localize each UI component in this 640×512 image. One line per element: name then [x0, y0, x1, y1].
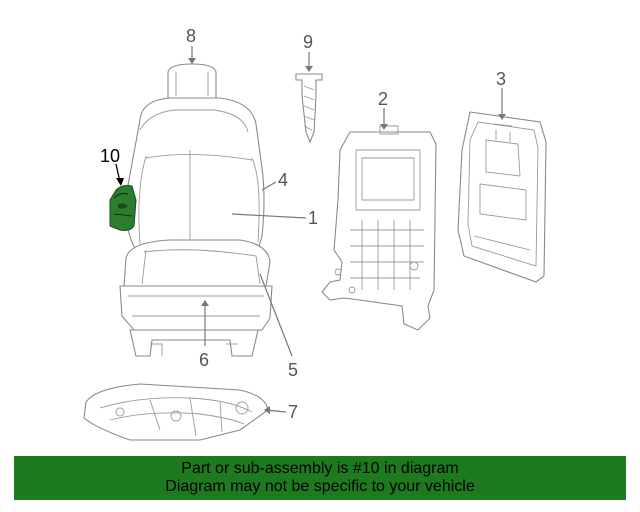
info-banner: Part or sub-assembly is #10 in diagram D… — [14, 456, 626, 500]
leader-5 — [259, 273, 293, 357]
callout-2: 2 — [378, 89, 388, 109]
seat-base — [119, 285, 273, 357]
callout-1: 1 — [308, 208, 318, 228]
callout-3: 3 — [496, 69, 506, 89]
banner-line-1: Part or sub-assembly is #10 in diagram — [181, 460, 459, 477]
seat-parts-diagram: 8 9 2 3 4 1 5 6 7 10 — [83, 26, 547, 441]
highlighted-part-10 — [109, 185, 137, 231]
callout-6: 6 — [199, 350, 209, 370]
leader-1 — [231, 213, 307, 219]
headrest — [167, 63, 217, 99]
leader-4 — [261, 181, 277, 191]
callout-10: 10 — [100, 146, 120, 166]
back-panel — [457, 111, 547, 283]
banner-line-2: Diagram may not be specific to your vehi… — [165, 478, 475, 495]
leader-lines — [115, 46, 506, 414]
callout-5: 5 — [288, 360, 298, 380]
seat-cushion — [123, 239, 271, 287]
callout-8: 8 — [186, 26, 196, 46]
clip-part — [295, 73, 323, 144]
callout-4: 4 — [278, 170, 288, 190]
seat-back — [125, 97, 265, 251]
cushion-frame — [83, 383, 269, 441]
seatback-frame — [321, 125, 437, 331]
callout-9: 9 — [303, 32, 313, 52]
callout-7: 7 — [288, 402, 298, 422]
